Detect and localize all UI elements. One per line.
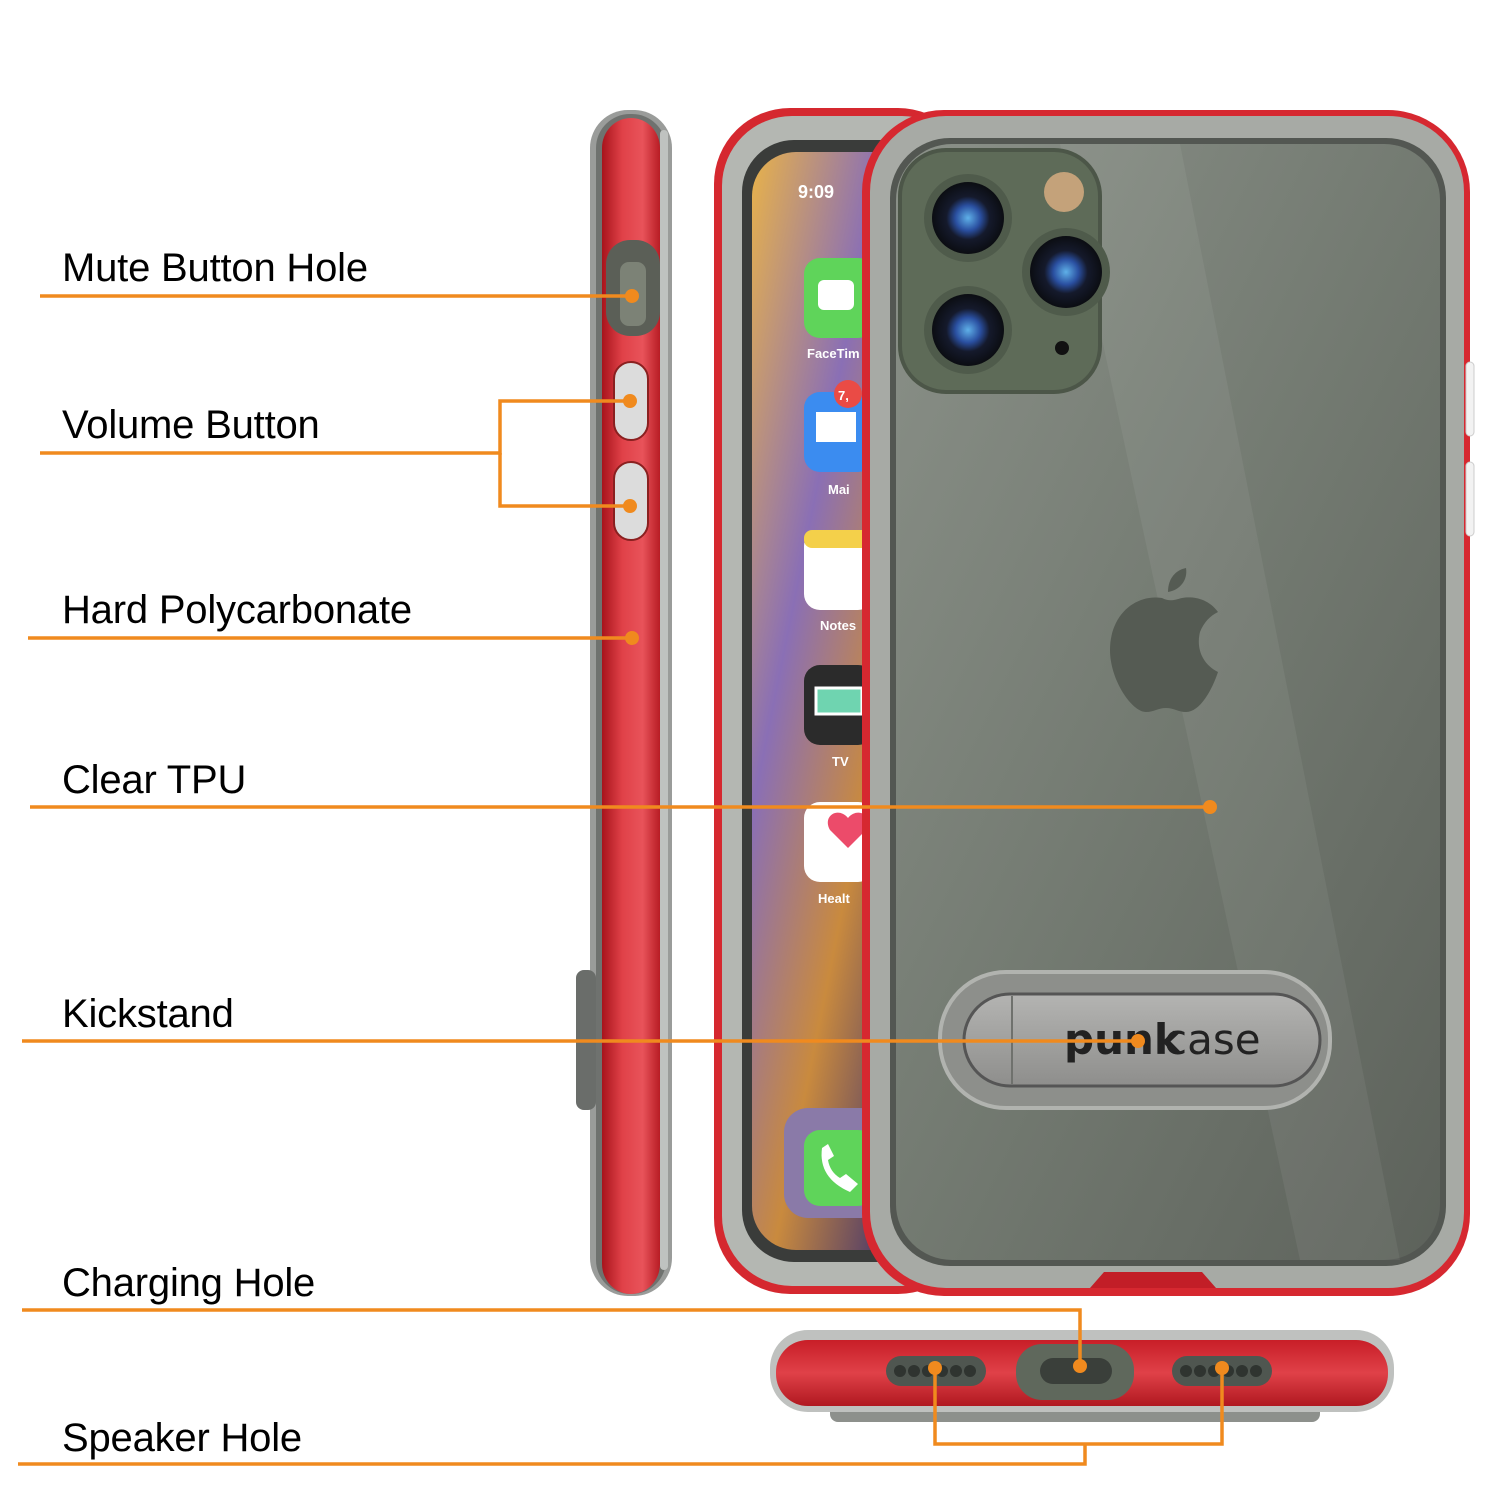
phone-icon [804, 1130, 874, 1206]
back-view-phone [862, 110, 1475, 1296]
dot-speaker-right [1215, 1361, 1229, 1375]
label-speaker-hole: Speaker Hole [62, 1416, 302, 1460]
dot-charging [1073, 1359, 1087, 1373]
app-label-health: Healt [818, 891, 850, 906]
app-label-notes: Notes [820, 618, 856, 633]
mail-badge: 7, [838, 388, 849, 403]
apple-logo [1110, 568, 1218, 712]
callout-lines [18, 294, 1224, 1466]
app-label-mail: Mai [828, 482, 850, 497]
brand-logo-regular: case [1164, 1015, 1261, 1064]
callout-line-volume-lower [498, 453, 630, 508]
dot-tpu [1203, 800, 1217, 814]
dot-volume-up [623, 394, 637, 408]
label-charging-hole: Charging Hole [62, 1261, 316, 1305]
label-mute-button-hole: Mute Button Hole [62, 246, 368, 290]
callout-line-volume-upper [40, 399, 630, 455]
callout-line-charging [22, 1308, 1082, 1364]
dot-volume-down [623, 499, 637, 513]
notes-icon [804, 530, 874, 610]
callout-dots [623, 289, 1229, 1375]
status-time: 9:09 [798, 182, 834, 202]
dot-speaker-left [928, 1361, 942, 1375]
dot-polycarbonate [625, 631, 639, 645]
bottom-view-phone [770, 1330, 1394, 1422]
label-hard-polycarbonate: Hard Polycarbonate [62, 588, 412, 632]
dot-kickstand [1131, 1034, 1145, 1048]
label-kickstand: Kickstand [62, 992, 234, 1036]
dot-mute [625, 289, 639, 303]
label-clear-tpu: Clear TPU [62, 758, 247, 802]
side-view-phone [576, 110, 672, 1296]
callout-line-speaker [18, 1444, 1087, 1466]
callout-line-speaker-bracket [933, 1368, 1224, 1446]
label-volume-button: Volume Button [62, 403, 320, 447]
app-label-tv: TV [832, 754, 849, 769]
app-label-facetime: FaceTim [807, 346, 860, 361]
